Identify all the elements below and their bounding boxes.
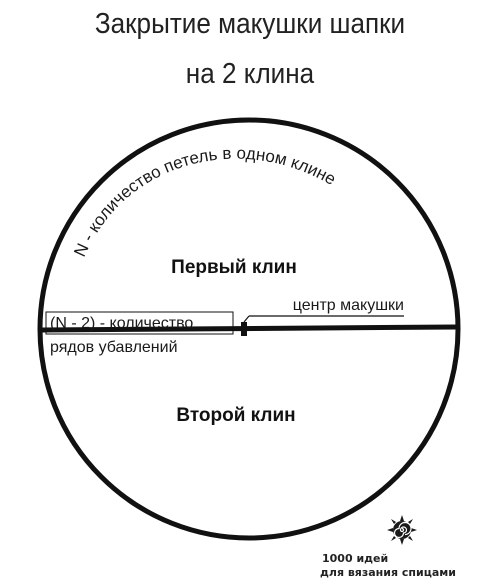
- crown-center-label: центр макушки: [293, 297, 404, 314]
- crown-center-pointer-drop: [243, 315, 250, 323]
- first-wedge-label: Первый клин: [171, 257, 297, 278]
- crown-center-marker: [241, 322, 247, 336]
- title-line-1: Закрытие макушки шапки: [94, 8, 406, 40]
- rows-label-line-1: (N - 2) - количество: [50, 315, 193, 332]
- title-line-2: на 2 клина: [185, 58, 315, 90]
- arc-label: N - количество петель в одном клине: [70, 144, 339, 260]
- spiral-sun-icon: [387, 515, 417, 545]
- second-wedge-label: Второй клин: [176, 405, 295, 426]
- logo-text-line-1: 1000 идей: [322, 552, 389, 565]
- logo-text-line-2: для вязания спицами: [320, 566, 456, 579]
- arc-label-path: N - количество петель в одном клине: [70, 144, 339, 260]
- rows-label-box: [45, 311, 234, 335]
- site-logo: 1000 идей для вязания спицами: [318, 514, 488, 580]
- wedge-divider-line: [41, 324, 457, 333]
- hat-crown-circle: [37, 117, 461, 541]
- rows-label-line-2: рядов убавлений: [50, 339, 178, 356]
